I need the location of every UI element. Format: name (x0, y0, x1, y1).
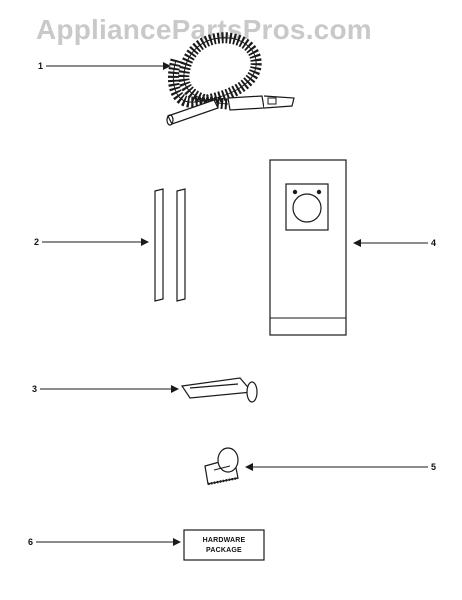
callout-6: 6 (28, 537, 34, 547)
hardware-package-box[interactable] (183, 529, 265, 561)
callout-3: 3 (32, 384, 38, 394)
watermark-text: AppliancePartsPros.com (36, 14, 372, 45)
leader-arrows (36, 62, 428, 546)
hardware-package-label-line1: HARDWARE (202, 537, 246, 544)
crevice-tool-part[interactable] (180, 377, 258, 403)
callout-4: 4 (431, 238, 437, 248)
callout-2: 2 (34, 237, 40, 247)
callout-5: 5 (431, 462, 437, 472)
brush-part[interactable] (204, 447, 239, 486)
strips-part[interactable] (154, 188, 186, 302)
hardware-package-label-line2: PACKAGE (206, 547, 242, 554)
dust-bag-part[interactable] (269, 159, 347, 336)
hose-part[interactable] (166, 32, 295, 126)
callout-1: 1 (38, 61, 44, 71)
